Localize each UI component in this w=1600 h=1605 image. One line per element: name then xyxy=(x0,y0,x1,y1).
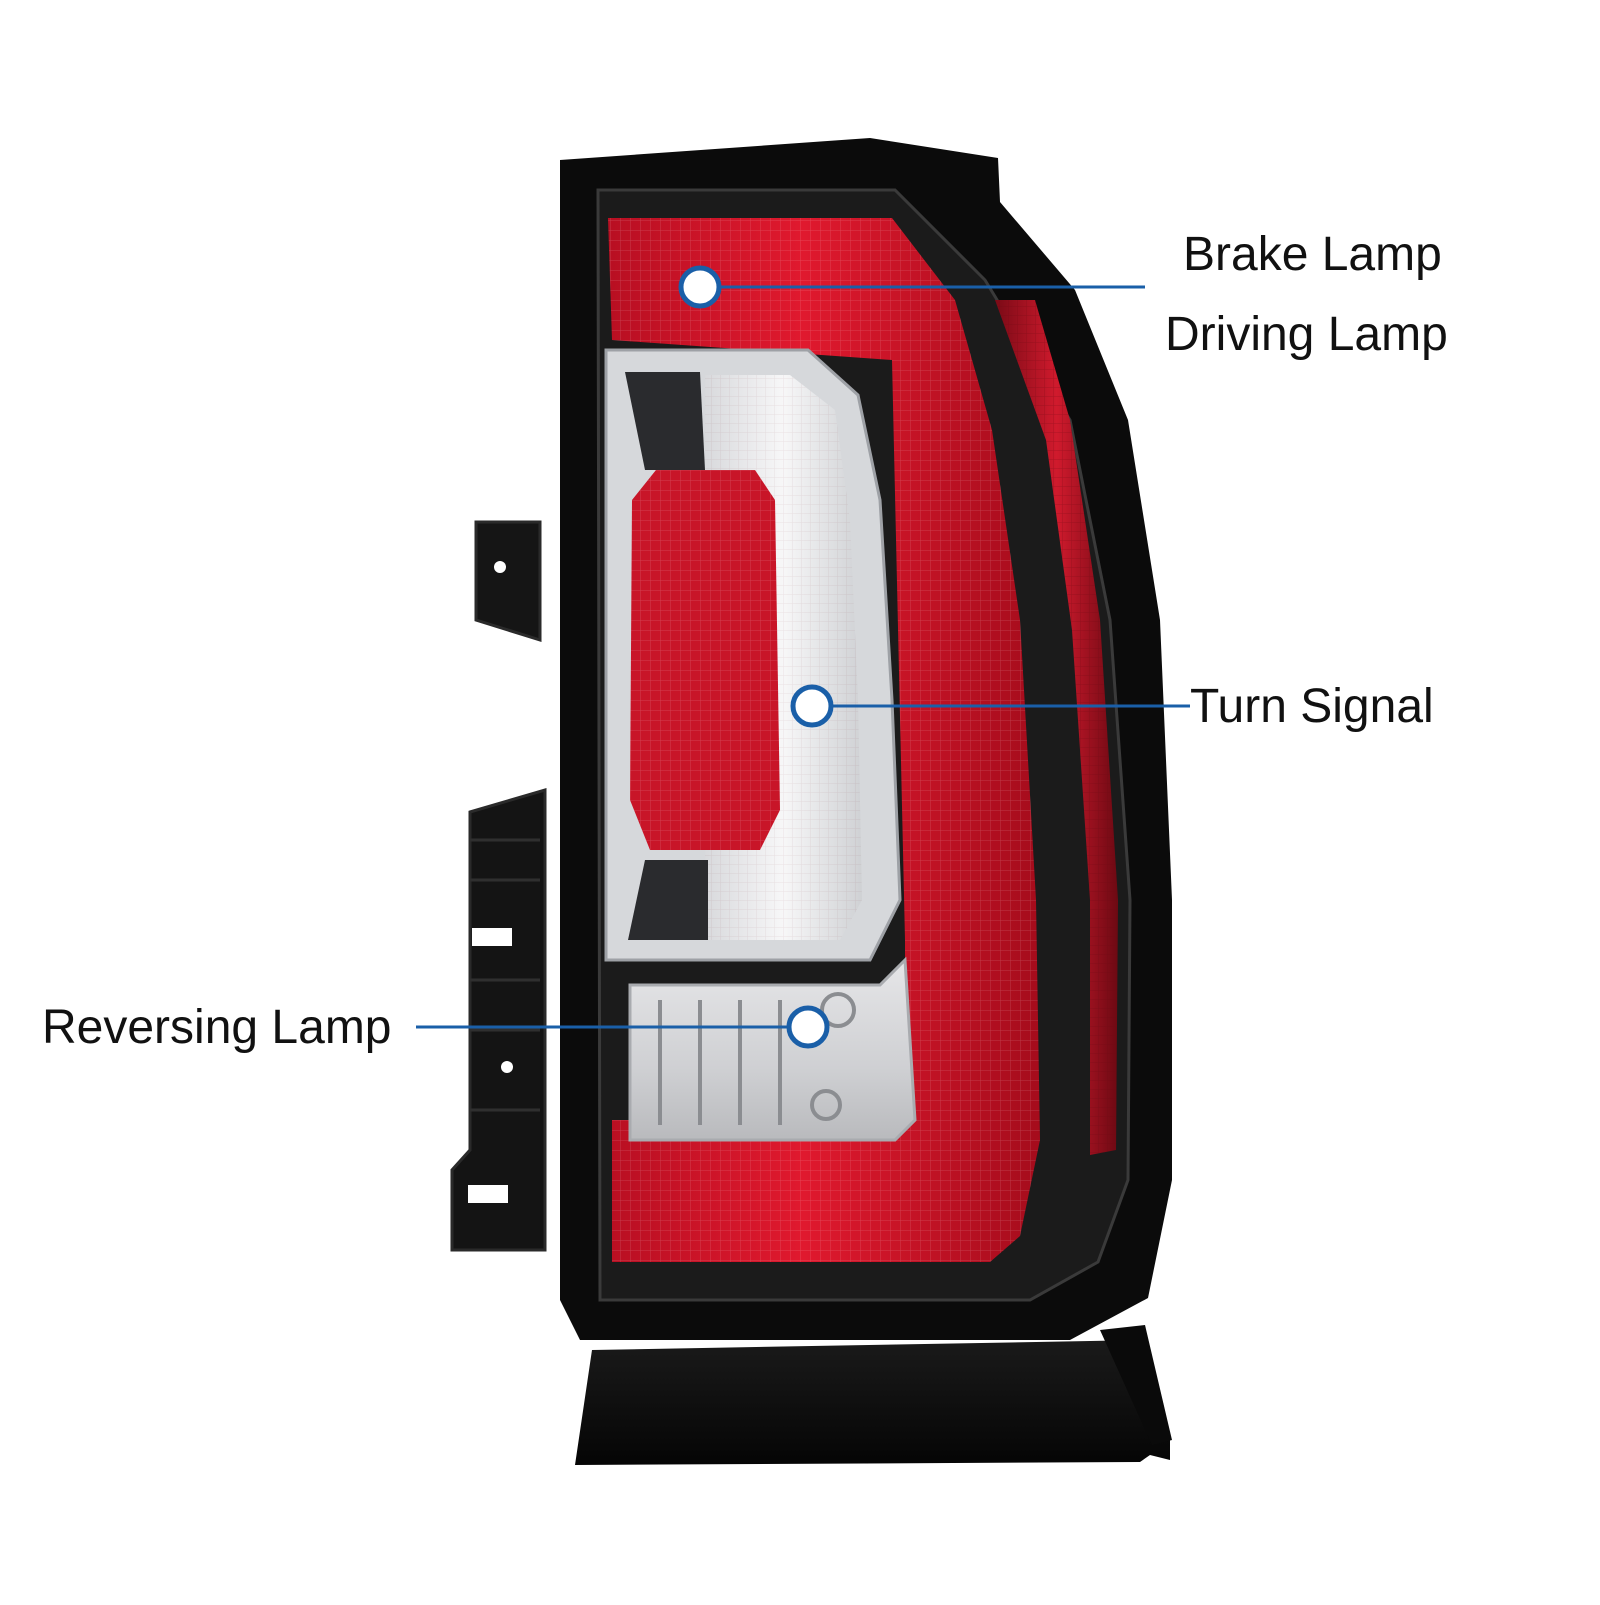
mounting-bracket-upper xyxy=(474,520,542,643)
black-insert-bottom xyxy=(628,860,708,940)
callout-marker-brake xyxy=(678,265,722,309)
base-stand xyxy=(575,1340,1170,1465)
reversing-bulbs xyxy=(658,992,856,1125)
label-driving-lamp: Driving Lamp xyxy=(1165,308,1448,361)
callout-lines xyxy=(416,285,1190,1029)
mounting-bracket-lower xyxy=(450,787,547,1252)
callout-marker-reversing xyxy=(786,1005,830,1049)
black-insert-top xyxy=(625,372,705,470)
reversing-lens xyxy=(628,956,917,1142)
label-reversing-lamp: Reversing Lamp xyxy=(42,1001,392,1054)
label-turn-signal: Turn Signal xyxy=(1190,680,1434,733)
label-brake-lamp: Brake Lamp xyxy=(1183,228,1442,281)
callout-marker-turn xyxy=(790,684,834,728)
